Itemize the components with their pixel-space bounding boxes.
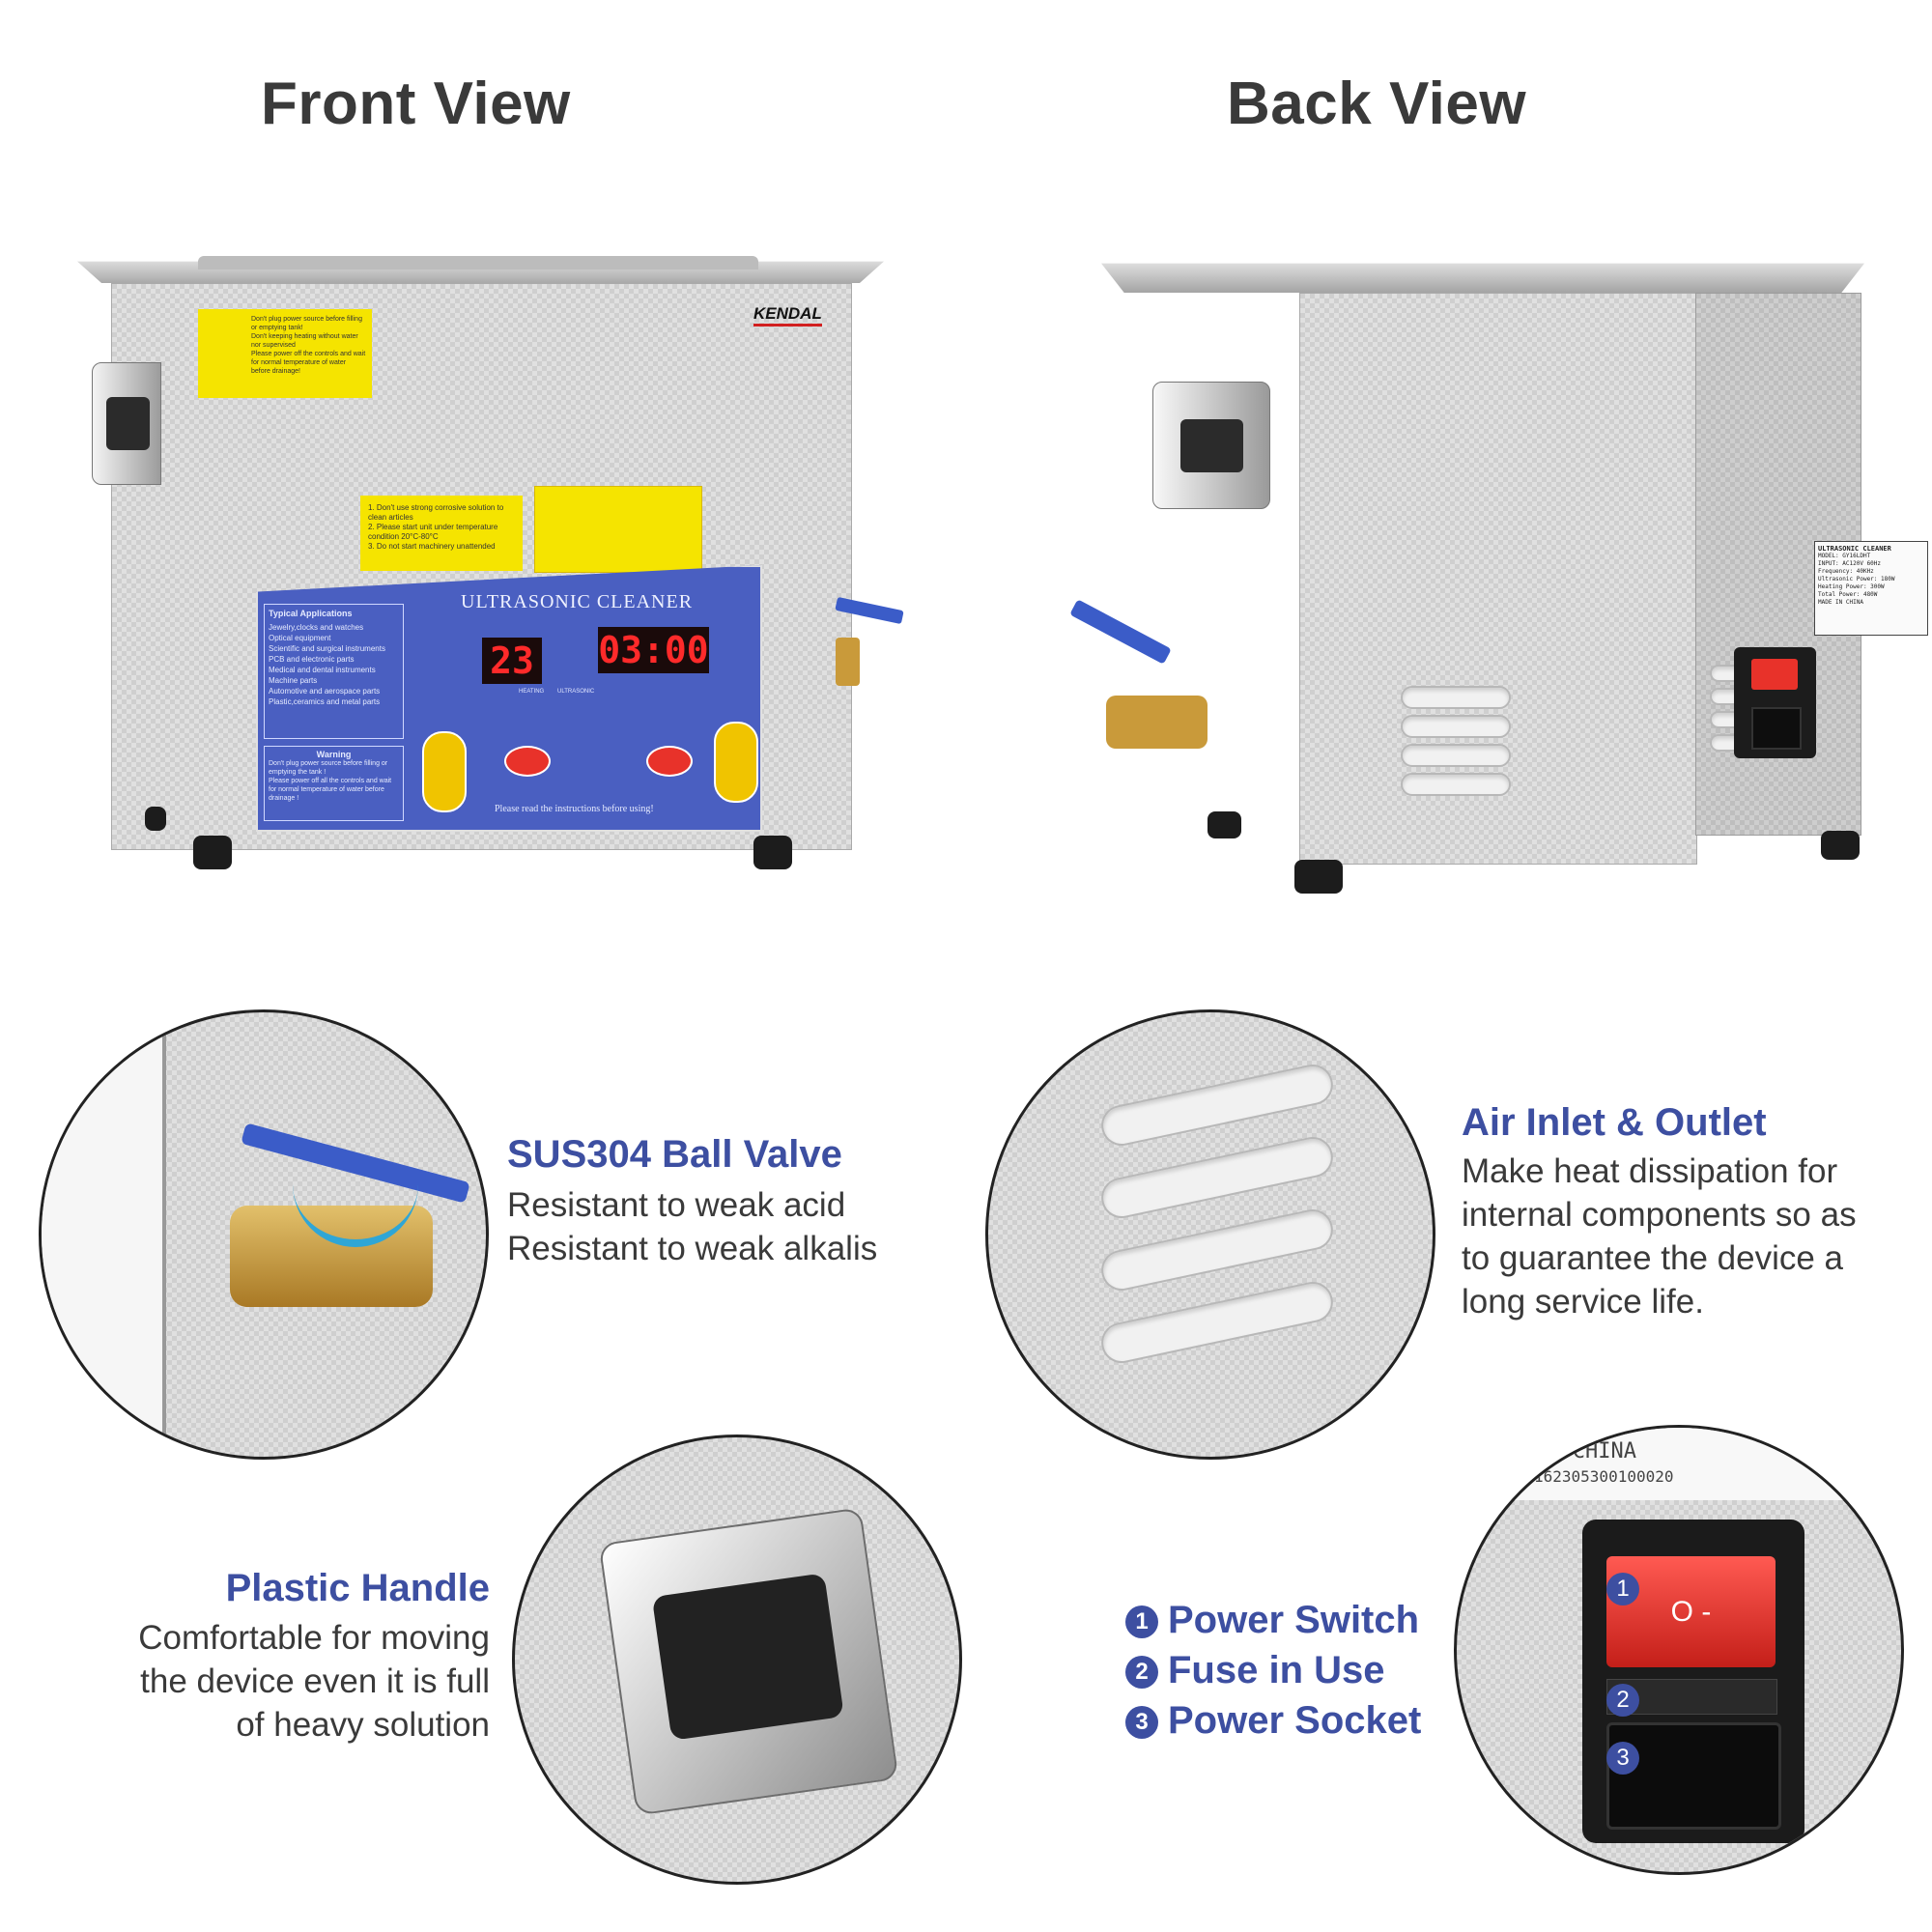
instruction-text: Please read the instructions before usin… bbox=[495, 804, 654, 814]
plastic-handle-title: Plastic Handle bbox=[225, 1567, 490, 1609]
ultrasonic-toggle-button[interactable] bbox=[646, 746, 693, 777]
callout-badge-3: 3 bbox=[1606, 1742, 1639, 1775]
back-valve-handle[interactable] bbox=[1069, 599, 1172, 665]
plastic-handle-description: Comfortable for moving the device even i… bbox=[138, 1619, 490, 1744]
air-inlet-description: Make heat dissipation for internal compo… bbox=[1462, 1152, 1857, 1321]
back-foot-left bbox=[1294, 860, 1343, 894]
warning-box: Warning Don't plug power source before f… bbox=[264, 746, 404, 821]
closeup-power-switch[interactable]: O - bbox=[1606, 1556, 1776, 1667]
closeup-handle-grip bbox=[651, 1573, 844, 1741]
callout-badge-1: 1 bbox=[1606, 1573, 1639, 1605]
rotation-arrow-icon bbox=[293, 1181, 418, 1247]
back-device-illustration: ULTRASONIC CLEANER MODEL: GY16LDHT INPUT… bbox=[1067, 256, 1928, 913]
closeup-label-strip: IN CHINA 162305300100020 bbox=[1457, 1428, 1901, 1500]
back-tank-side bbox=[1299, 293, 1697, 865]
closeup-vent-1 bbox=[1097, 1061, 1337, 1150]
ball-valve-closeup bbox=[39, 1009, 489, 1460]
middle-warning-sticker-left: 1. Don't use strong corrosive solution t… bbox=[360, 496, 523, 571]
spec-label: ULTRASONIC CLEANER MODEL: GY16LDHT INPUT… bbox=[1814, 541, 1928, 636]
heating-toggle-button[interactable] bbox=[504, 746, 551, 777]
air-inlet-title: Air Inlet & Outlet bbox=[1462, 1101, 1767, 1144]
closeup-vent-2 bbox=[1097, 1133, 1337, 1222]
back-view-heading: Back View bbox=[1227, 71, 1527, 137]
applications-box: Typical Applications Jewelry,clocks and … bbox=[264, 604, 404, 739]
front-valve-body bbox=[836, 638, 860, 686]
temperature-button[interactable] bbox=[422, 731, 467, 812]
back-foot-rear bbox=[1208, 811, 1241, 838]
front-foot-back-left bbox=[145, 807, 166, 831]
time-display: 03:00 bbox=[598, 627, 709, 673]
front-view-heading: Front View bbox=[261, 71, 571, 137]
control-panel: Typical Applications Jewelry,clocks and … bbox=[256, 565, 762, 832]
front-device-illustration: KENDAL Don't plug power source before fi… bbox=[72, 256, 942, 913]
closeup-vent-3 bbox=[1097, 1206, 1337, 1294]
side-vent-1 bbox=[1401, 686, 1511, 709]
back-valve-body bbox=[1106, 696, 1208, 749]
middle-warning-sticker-right bbox=[534, 486, 702, 573]
callout-badge-2: 2 bbox=[1606, 1684, 1639, 1717]
air-vent-closeup bbox=[985, 1009, 1435, 1460]
back-foot-right bbox=[1821, 831, 1860, 860]
brand-logo: KENDAL bbox=[753, 304, 822, 327]
temperature-display: 23 bbox=[482, 638, 542, 684]
time-button[interactable] bbox=[714, 722, 758, 803]
front-foot-right bbox=[753, 836, 792, 869]
handle-closeup bbox=[512, 1435, 962, 1885]
side-vent-4 bbox=[1401, 773, 1511, 796]
back-side-handle bbox=[1152, 382, 1270, 509]
ball-valve-description: Resistant to weak acid Resistant to weak… bbox=[507, 1186, 878, 1267]
back-tank-rim bbox=[1101, 263, 1864, 293]
heating-indicator-label: HEATING bbox=[519, 689, 545, 695]
side-vent-2 bbox=[1401, 715, 1511, 738]
front-foot-left bbox=[193, 836, 232, 869]
back-power-switch[interactable] bbox=[1751, 659, 1798, 690]
closeup-vent-4 bbox=[1097, 1278, 1337, 1367]
power-module-closeup: IN CHINA 162305300100020 O - 1 2 3 bbox=[1454, 1425, 1904, 1875]
top-warning-sticker: Don't plug power source before filling o… bbox=[198, 309, 372, 398]
back-power-socket[interactable] bbox=[1751, 707, 1802, 750]
closeup-power-socket[interactable] bbox=[1606, 1722, 1781, 1830]
closeup-handle-frame bbox=[598, 1507, 899, 1816]
side-vent-3 bbox=[1401, 744, 1511, 767]
ultrasonic-indicator-label: ULTRASONIC bbox=[557, 689, 595, 695]
ball-valve-title: SUS304 Ball Valve bbox=[507, 1133, 842, 1176]
tank-inner-rim bbox=[198, 256, 758, 270]
panel-title: ULTRASONIC CLEANER bbox=[461, 591, 694, 612]
left-handle bbox=[92, 362, 161, 485]
closeup-module-housing: O - bbox=[1582, 1520, 1804, 1843]
back-power-module bbox=[1734, 647, 1816, 758]
